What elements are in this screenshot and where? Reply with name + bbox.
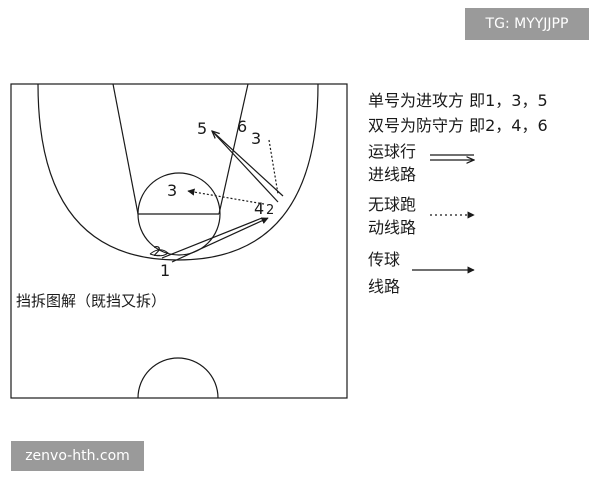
center-circle [137,357,219,399]
player-6-label: 6 [237,117,247,136]
run-line-vertical [268,139,279,195]
legend-symbols [412,154,474,274]
player-3-mid-label: 3 [167,181,177,200]
free-throw-circle [137,172,221,256]
watermark-top: TG: MYYJJPP [465,8,589,40]
three-point-line [37,83,319,261]
movement-lines [149,130,284,263]
watermark-bottom: zenvo-hth.com [11,441,144,471]
dribble-line-a [211,130,279,203]
court-caption: 挡拆图解（既挡又拆） [16,292,166,310]
player-numbers: 5 6 3 3 4 2 2 1 [153,117,274,280]
legend-run-label-1: 无球跑 [368,195,416,214]
player-2-mark [149,249,169,257]
legend-offense: 单号为进攻方 即1，3，5 [368,91,548,110]
player-2-small-label: 2 [153,245,161,260]
pass-line [171,217,269,263]
legend-dribble-label-2: 进线路 [368,165,416,184]
player-4-label: 4 [254,199,264,218]
court [10,83,348,399]
pass-line-2 [161,217,263,259]
player-5-label: 5 [197,119,207,138]
player-3-top-label: 3 [251,129,261,148]
player-1-label: 1 [160,261,170,280]
court-boundary [10,83,348,399]
key-left-line [112,83,139,215]
legend-run-label-2: 动线路 [368,218,416,237]
legend: 单号为进攻方 即1，3，5 双号为防守方 即2，4，6 运球行 进线路 无球跑 … [368,91,548,296]
dribble-line-b [212,131,284,197]
legend-dribble-label-1: 运球行 [368,142,416,161]
run-line-horizontal [187,188,265,205]
player-2-label: 2 [266,203,274,218]
legend-pass-label-2: 线路 [368,277,400,296]
key-right-line [218,83,249,215]
legend-pass-label-1: 传球 [368,250,400,269]
legend-defense: 双号为防守方 即2，4，6 [368,116,548,135]
